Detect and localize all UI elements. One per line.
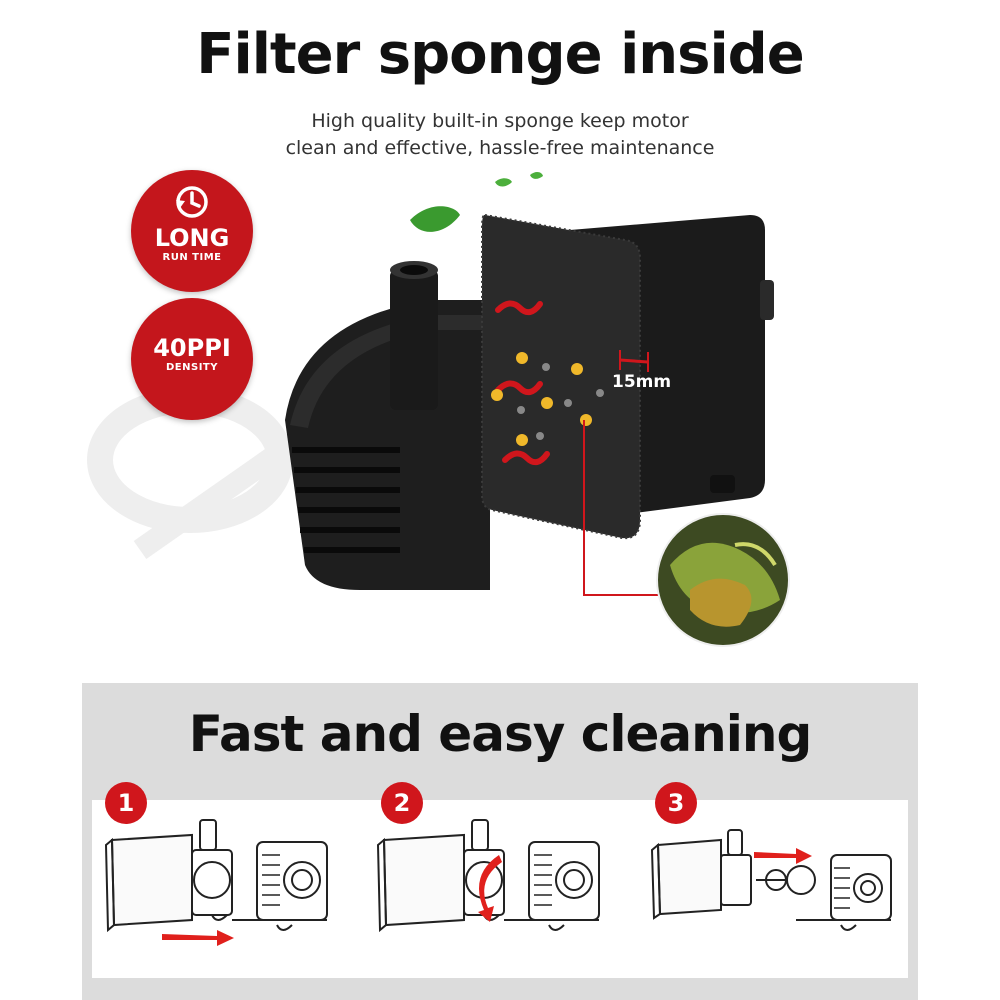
step-1-card [92,800,364,978]
long-badge-subtitle: RUN TIME [162,252,222,263]
pump-product-image [270,170,830,660]
arrow-right-icon [162,930,234,946]
rotate-arrow-icon [478,855,502,922]
long-run-time-badge: LONG RUN TIME [131,170,253,292]
clock-refresh-icon [176,186,208,218]
long-badge-title: LONG [154,224,230,252]
ppi-badge-subtitle: DENSITY [166,362,218,373]
page-title: Filter sponge inside [196,22,804,87]
step-2-card [364,800,636,978]
step-3-number: 3 [655,782,697,824]
sponge-thickness-label: 15mm [612,372,672,392]
step-1-number: 1 [105,782,147,824]
ppi-badge-title: 40PPI [153,334,231,362]
leaf-icon [410,206,460,232]
step-2-number: 2 [381,782,423,824]
step-3-card [636,800,908,978]
subtitle-line-1: High quality built-in sponge keep motor [311,110,689,132]
page-subtitle: High quality built-in sponge keep motor … [0,108,1000,162]
subtitle-line-2: clean and effective, hassle-free mainten… [285,137,715,159]
cleaning-title: Fast and easy cleaning [188,705,813,763]
ppi-density-badge: 40PPI DENSITY [131,298,253,420]
arrow-right-icon [754,848,812,864]
